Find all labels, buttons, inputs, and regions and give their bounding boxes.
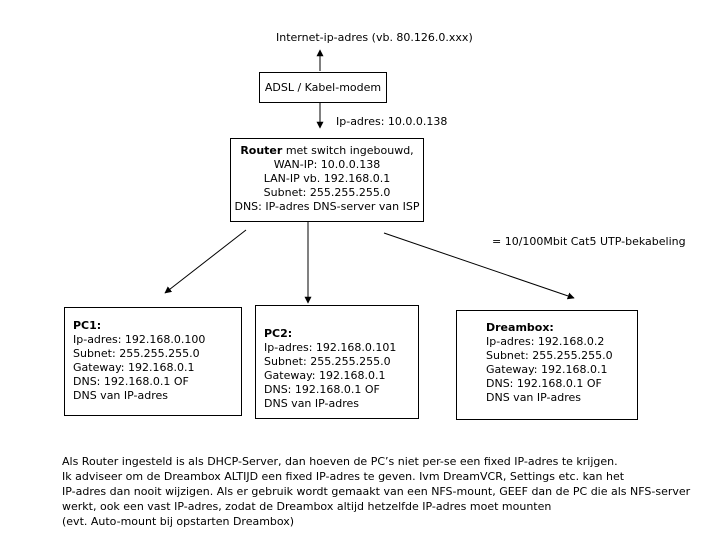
internet-label: Internet-ip-adres (vb. 80.126.0.xxx) xyxy=(276,31,473,44)
device-name: PC2: xyxy=(264,327,293,340)
router-pc1-arrow xyxy=(164,229,247,294)
modem-label: ADSL / Kabel-modem xyxy=(264,81,382,94)
device-subnet: Subnet: 255.255.255.0 xyxy=(486,349,613,362)
note-line: IP-adres dan nooit wijzigen. Als er gebr… xyxy=(62,485,691,498)
device-ip: Ip-adres: 192.168.0.2 xyxy=(486,335,605,348)
device-dns-alt: DNS van IP-adres xyxy=(73,389,169,402)
device-box-pc1: PC1: Ip-adres: 192.168.0.100 Subnet: 255… xyxy=(64,307,242,416)
device-box-pc2: PC2: Ip-adres: 192.168.0.101 Subnet: 255… xyxy=(255,305,419,419)
device-subnet: Subnet: 255.255.255.0 xyxy=(73,347,200,360)
router-title: Router xyxy=(240,144,283,157)
cable-legend: = 10/100Mbit Cat5 UTP-bekabeling xyxy=(492,235,686,248)
device-gateway: Gateway: 192.168.0.1 xyxy=(264,369,386,382)
modem-box: ADSL / Kabel-modem xyxy=(259,72,387,103)
note-line: (evt. Auto-mount bij opstarten Dreambox) xyxy=(62,515,295,528)
router-dreambox-arrow xyxy=(383,232,575,300)
device-name: Dreambox: xyxy=(486,321,554,334)
router-wan: WAN-IP: 10.0.0.138 xyxy=(273,158,381,171)
note-line: werkt, ook een vast IP-adres, zodat de D… xyxy=(62,500,552,513)
device-name: PC1: xyxy=(73,319,102,332)
note-line: Ik adviseer om de Dreambox ALTIJD een fi… xyxy=(62,470,625,483)
device-dns: DNS: 192.168.0.1 OF xyxy=(264,383,380,396)
device-dns-alt: DNS van IP-adres xyxy=(486,391,582,404)
notes-block: Als Router ingesteld is als DHCP-Server,… xyxy=(62,454,690,529)
device-subnet: Subnet: 255.255.255.0 xyxy=(264,355,391,368)
router-dns: DNS: IP-adres DNS-server van ISP xyxy=(234,200,420,213)
router-title-rest: met switch ingebouwd, xyxy=(282,144,414,157)
router-box: Router met switch ingebouwd, WAN-IP: 10.… xyxy=(230,138,424,222)
device-ip: Ip-adres: 192.168.0.100 xyxy=(73,333,206,346)
modem-router-ip: Ip-adres: 10.0.0.138 xyxy=(336,115,448,128)
device-gateway: Gateway: 192.168.0.1 xyxy=(486,363,608,376)
router-subnet: Subnet: 255.255.255.0 xyxy=(263,186,391,199)
device-gateway: Gateway: 192.168.0.1 xyxy=(73,361,195,374)
device-box-dreambox: Dreambox: Ip-adres: 192.168.0.2 Subnet: … xyxy=(456,310,638,420)
note-line: Als Router ingesteld is als DHCP-Server,… xyxy=(62,455,618,468)
device-dns-alt: DNS van IP-adres xyxy=(264,397,360,410)
device-dns: DNS: 192.168.0.1 OF xyxy=(73,375,189,388)
router-title-line: Router met switch ingebouwd, xyxy=(231,144,423,158)
router-lan: LAN-IP vb. 192.168.0.1 xyxy=(263,172,391,185)
device-ip: Ip-adres: 192.168.0.101 xyxy=(264,341,397,354)
device-dns: DNS: 192.168.0.1 OF xyxy=(486,377,602,390)
